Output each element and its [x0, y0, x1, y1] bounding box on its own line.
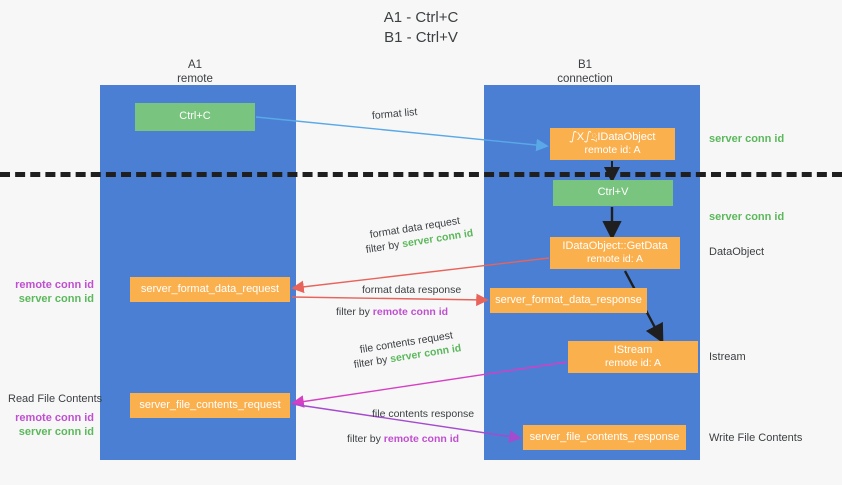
- annotation-istream: Istream: [709, 351, 746, 363]
- arrow-file-contents-response: [291, 403, 522, 443]
- column-b1-role: connection: [557, 73, 613, 85]
- box-getdata-line2: remote id: A: [586, 253, 644, 265]
- box-ctrl-v-label: Ctrl+V: [597, 186, 629, 199]
- annotation-server-conn-id-1: server conn id: [18, 293, 94, 305]
- box-server-file-contents-request[interactable]: server_file_contents_request: [130, 393, 290, 418]
- annotation-left-conn-ids-file: remote conn id server conn id: [9, 411, 94, 439]
- box-istream-line2: remote id: A: [604, 357, 662, 369]
- title-line-1: A1 - Ctrl+C: [383, 9, 459, 26]
- box-idataobject-getdata[interactable]: IDataObject::GetData remote id: A: [550, 237, 680, 269]
- filter-key-remote-conn-id-2: remote conn id: [383, 433, 460, 445]
- box-server-format-data-response[interactable]: server_format_data_response: [490, 288, 647, 313]
- column-header-b1: B1 connection: [510, 58, 660, 86]
- column-header-a1: A1 remote: [120, 58, 270, 86]
- box-data-object-line2: remote id: A: [584, 144, 641, 156]
- box-ctrl-c-label: Ctrl+C: [179, 110, 211, 123]
- annotation-read-file-contents: Read File Contents: [8, 393, 103, 405]
- page-title: A1 - Ctrl+C B1 - Ctrl+V: [0, 8, 842, 48]
- column-a1-role: remote: [177, 73, 213, 85]
- box-format-data-response-label: server_format_data_response: [495, 293, 642, 306]
- label-file-contents-response-filter: filter by remote conn id: [347, 433, 459, 446]
- label-format-data-response: format data response: [362, 284, 462, 296]
- box-ctrl-v[interactable]: Ctrl+V: [553, 180, 673, 206]
- divider-line: [0, 172, 842, 177]
- box-istream[interactable]: IStream remote id: A: [568, 341, 698, 373]
- box-getdata-line1: IDataObject::GetData: [562, 239, 668, 252]
- annotation-write-file-contents: Write File Contents: [709, 432, 803, 444]
- box-server-format-data-request[interactable]: server_format_data_request: [130, 277, 290, 302]
- label-file-contents-response: file contents response: [372, 408, 475, 420]
- arrow-file-contents-request: [291, 361, 568, 408]
- box-data-object[interactable]: ഽXഽྲIDataObject remote id: A: [550, 128, 675, 160]
- column-b1-name: B1: [577, 59, 593, 71]
- arrow-format-list: [255, 116, 549, 152]
- box-server-file-contents-response[interactable]: server_file_contents_response: [523, 425, 686, 450]
- box-file-contents-request-label: server_file_contents_request: [139, 398, 281, 411]
- box-file-contents-response-label: server_file_contents_response: [529, 430, 680, 443]
- annotation-server-conn-id-2: server conn id: [18, 426, 94, 438]
- filter-prefix-2: filter by: [336, 306, 373, 318]
- filter-key-remote-conn-id-1: remote conn id: [372, 306, 449, 318]
- arrow-format-data-request: [291, 257, 550, 294]
- filter-prefix-4: filter by: [347, 433, 384, 445]
- annotation-data-object: DataObject: [709, 246, 765, 258]
- annotation-remote-conn-id-2: remote conn id: [15, 412, 94, 424]
- box-ctrl-c[interactable]: Ctrl+C: [135, 103, 255, 131]
- label-format-data-response-filter: filter by remote conn id: [336, 306, 448, 319]
- annotation-server-conn-id-top: server conn id: [709, 133, 785, 145]
- box-istream-line1: IStream: [613, 343, 653, 356]
- annotation-server-conn-id-mid: server conn id: [709, 211, 785, 223]
- annotation-remote-conn-id-1: remote conn id: [15, 279, 94, 291]
- box-data-object-line1: ഽXഽྲIDataObject: [569, 130, 656, 143]
- arrow-format-data-response: [291, 293, 489, 307]
- column-a1-name: A1: [187, 59, 203, 71]
- box-format-data-request-label: server_format_data_request: [140, 282, 280, 295]
- title-line-2: B1 - Ctrl+V: [384, 29, 458, 46]
- annotation-left-conn-ids-format: remote conn id server conn id: [9, 278, 94, 306]
